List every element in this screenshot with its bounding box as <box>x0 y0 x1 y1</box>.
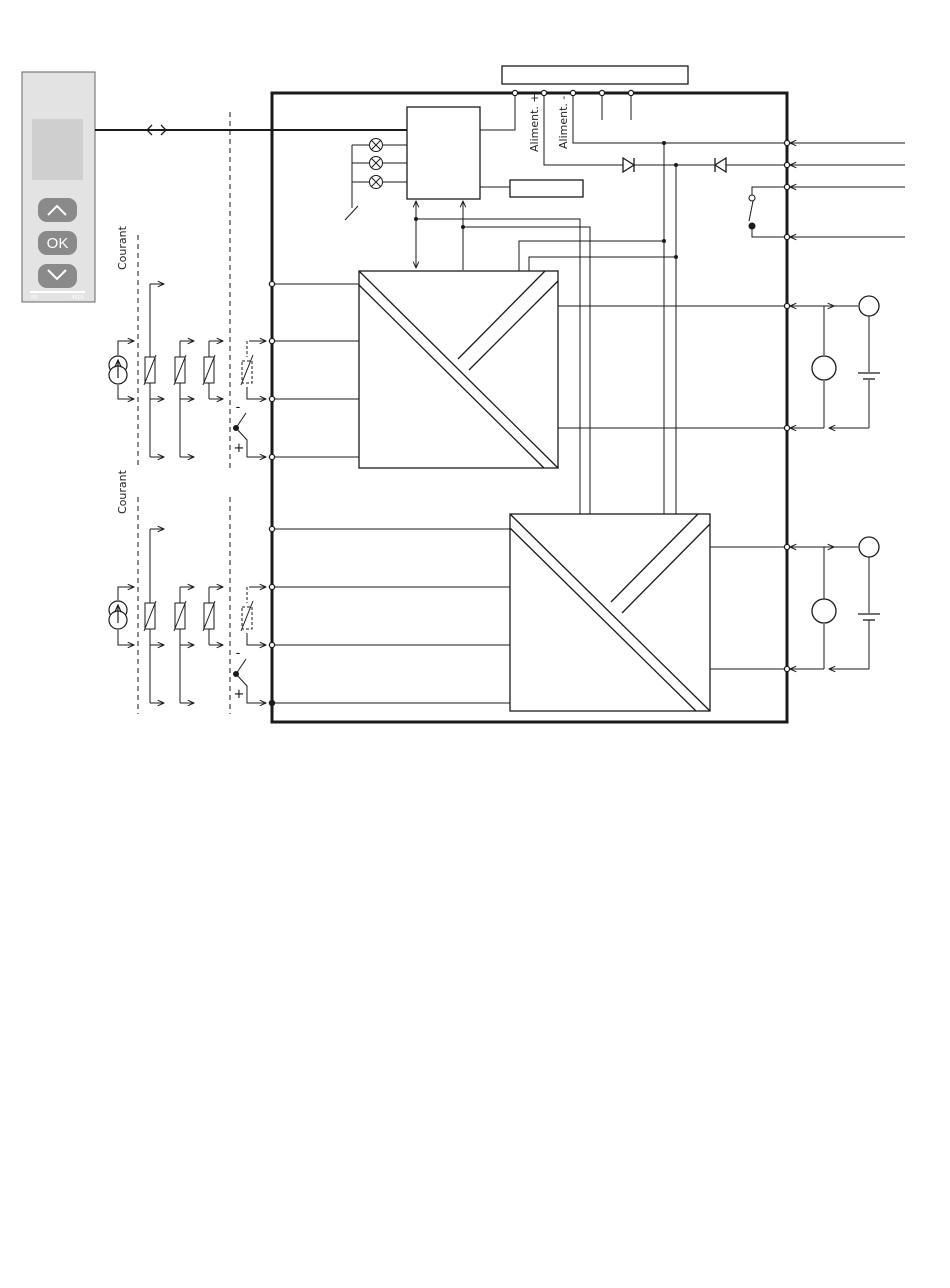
display-screen <box>32 119 83 180</box>
aux-block <box>510 180 583 197</box>
diode-icon <box>715 158 726 172</box>
load-icon <box>812 356 836 380</box>
load-icon <box>812 599 836 623</box>
rtd-sensor-icon <box>203 355 215 385</box>
ok-label: OK <box>47 235 69 252</box>
led-icon <box>370 139 383 152</box>
supply-inputs <box>790 143 905 237</box>
meter-icon <box>859 296 879 316</box>
top-terminal-leads <box>602 96 631 120</box>
model-label: 4501 <box>71 295 84 301</box>
battery-icon <box>858 614 880 620</box>
led-icon <box>370 176 383 189</box>
led-indicators <box>345 139 407 221</box>
channel-2-wiring <box>272 529 784 703</box>
bus-lines <box>416 201 676 514</box>
up-button[interactable] <box>38 198 77 222</box>
ok-button[interactable]: OK <box>38 231 77 255</box>
thermocouple-icon <box>234 341 267 457</box>
brand-label: PR <box>31 295 38 301</box>
channel-1: - + Courant <box>109 225 880 468</box>
minus-sign: - <box>236 646 241 661</box>
plus-sign: + <box>234 441 245 456</box>
rtd-sensor-icon <box>203 601 215 631</box>
display-module: OK PR 4501 <box>22 72 95 302</box>
cpu-block <box>407 107 480 199</box>
meter-icon <box>859 537 879 557</box>
rtd-sensor-icon <box>174 601 186 631</box>
channel-1-wiring <box>272 284 784 457</box>
channel-2: - + Courant <box>109 469 880 711</box>
rtd-sensor-icon <box>144 341 156 399</box>
module-divider <box>30 291 85 293</box>
comm-link <box>95 125 407 135</box>
current-source-icon <box>109 601 127 629</box>
thermocouple-icon <box>234 587 267 703</box>
courant-label: Courant <box>116 469 129 514</box>
rtd-sensor-icon <box>174 355 186 385</box>
down-button[interactable] <box>38 264 77 288</box>
diode-icon <box>623 158 634 172</box>
current-source-icon <box>109 356 127 384</box>
supply-plus-label: Aliment. + <box>528 93 541 152</box>
battery-icon <box>858 373 880 379</box>
top-label-box <box>502 66 688 84</box>
converter-block <box>510 514 710 711</box>
relay-contact <box>749 187 784 237</box>
supply-minus-label: Aliment. - <box>557 96 570 149</box>
rtd-sensor-icon <box>144 587 156 645</box>
minus-sign: - <box>236 400 241 415</box>
plus-sign: + <box>234 687 245 702</box>
courant-label: Courant <box>116 225 129 270</box>
converter-block <box>359 271 558 468</box>
led-icon <box>370 157 383 170</box>
cpu-wiring <box>480 96 515 187</box>
